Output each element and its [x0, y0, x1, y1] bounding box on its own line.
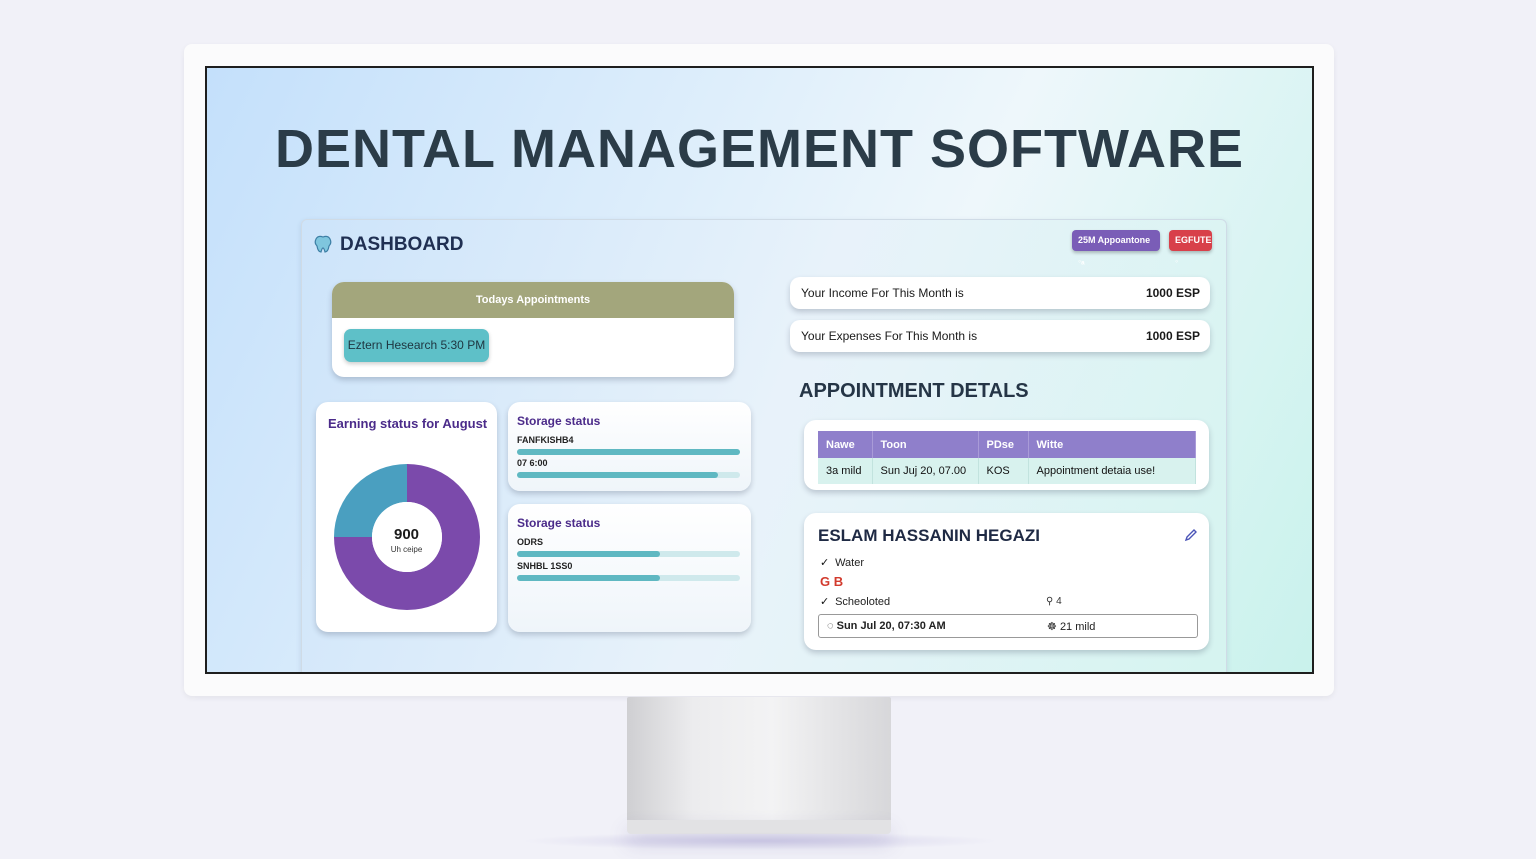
patient-count-value: 4 [1056, 596, 1062, 607]
exit-button[interactable]: EGFUTE ◦ [1169, 230, 1212, 266]
appointment-datetime-text: Sun Jul 20, 07:30 AM [836, 620, 946, 632]
storage-row-label: FANFKISHB4 [517, 435, 574, 445]
donut-center-value: 900 [393, 526, 420, 543]
storage-status-card: Storage status ODRS SNHBL 1SS0 [508, 504, 751, 632]
table-header: PDse [978, 431, 1029, 458]
earning-status-title: Earning status for August [328, 416, 488, 431]
todays-appointments-card: Todays Appointments Eztern Hesearch 5:30… [332, 282, 734, 377]
expenses-label: Your Expenses For This Month is [801, 329, 978, 343]
income-card: Your Income For This Month is 1000 ESP [790, 277, 1210, 309]
check-icon: ✓ [820, 596, 830, 608]
dashboard-panel: DASHBOARD 25M Appoantone ◦ₐ EGFUTE ◦ Tod… [301, 219, 1227, 672]
table-row[interactable]: 3a mild Sun Juj 20, 07.00 KOS Appointmen… [818, 458, 1196, 484]
donut-slice [334, 464, 480, 610]
storage-progress-bar [517, 449, 740, 455]
tooth-logo-icon [314, 235, 332, 253]
appointment-duration-text: 21 mild [1059, 621, 1096, 633]
pencil-edit-icon[interactable] [1183, 527, 1199, 543]
patient-name: ESLAM HASSANIN HEGAZI [818, 526, 1040, 545]
storage-status-title: Storage status [517, 414, 601, 428]
storage-status-title: Storage status [517, 516, 601, 530]
dashboard-title: DASHBOARD [340, 234, 464, 255]
monitor-stand-foot [627, 820, 891, 834]
monitor-screen: DENTAL MANAGEMENT SOFTWARE DASHBOARD 25M… [205, 66, 1314, 674]
patient-item: ✓ Scheoloted [820, 595, 890, 608]
appointment-time-box[interactable]: ◌ Sun Jul 20, 07:30 AM ☸ 21 mild [818, 614, 1198, 638]
monitor-stand-shadow [520, 832, 1000, 850]
storage-progress-bar [517, 551, 740, 557]
table-cell: Sun Juj 20, 07.00 [872, 458, 979, 484]
expenses-value: 1000 ESP [1145, 329, 1200, 343]
page-headline: DENTAL MANAGEMENT SOFTWARE [275, 119, 1244, 179]
appointment-datetime: ◌ Sun Jul 20, 07:30 AM [827, 620, 946, 632]
clock-icon: ◌ [827, 620, 834, 632]
todays-appointments-header: Todays Appointments [332, 282, 734, 318]
income-value: 1000 ESP [1145, 286, 1200, 300]
appointment-duration: ☸ 21 mild [1047, 620, 1095, 633]
storage-row-label: ODRS [517, 537, 544, 547]
patient-item: ✓ Water [820, 556, 864, 569]
storage-row-label: SNHBL 1SS0 [517, 561, 573, 571]
appointment-details-title: APPOINTMENT DETALS [799, 380, 1029, 402]
tooth-small-icon: ☸ [1047, 621, 1057, 633]
tooth-small-icon: ⚲ [1046, 596, 1054, 607]
table-cell: 3a mild [818, 458, 873, 484]
storage-progress-bar [517, 575, 740, 581]
check-icon: ✓ [820, 557, 830, 569]
table-header: Toon [872, 431, 979, 458]
earning-donut-chart [334, 464, 480, 610]
patient-item-label: Scheoloted [835, 596, 891, 608]
table-header: Nawe [818, 431, 873, 458]
table-cell: Appointment detaia use! [1028, 458, 1196, 484]
expenses-card: Your Expenses For This Month is 1000 ESP [790, 320, 1210, 352]
patient-item-label: Water [835, 557, 864, 569]
donut-hole [372, 502, 442, 572]
patient-count: ⚲ 4 [1046, 596, 1062, 607]
donut-center-label: Uh ceipe [390, 545, 423, 554]
appointment-table: Nawe Toon PDse Witte 3a mild Sun Juj 20,… [818, 431, 1196, 484]
income-label: Your Income For This Month is [801, 286, 964, 300]
appointment-details-card: Nawe Toon PDse Witte 3a mild Sun Juj 20,… [804, 420, 1209, 490]
patient-card: ESLAM HASSANIN HEGAZI ✓ Water G B ✓ Sche… [804, 513, 1209, 650]
table-cell: KOS [978, 458, 1029, 484]
storage-progress-bar [517, 472, 740, 478]
appointment-chip[interactable]: Eztern Hesearch 5:30 PM [344, 329, 489, 362]
patient-badge: G B [820, 574, 844, 589]
appointments-button[interactable]: 25M Appoantone ◦ₐ [1072, 230, 1160, 266]
donut-slice [334, 464, 407, 537]
storage-status-card: Storage status FANFKISHB4 07 6:00 [508, 402, 751, 491]
earning-status-card: Earning status for August 900 Uh ceipe [316, 402, 497, 632]
monitor-stand-neck [627, 697, 891, 823]
table-header: Witte [1028, 431, 1196, 458]
storage-row-label: 07 6:00 [517, 458, 548, 468]
